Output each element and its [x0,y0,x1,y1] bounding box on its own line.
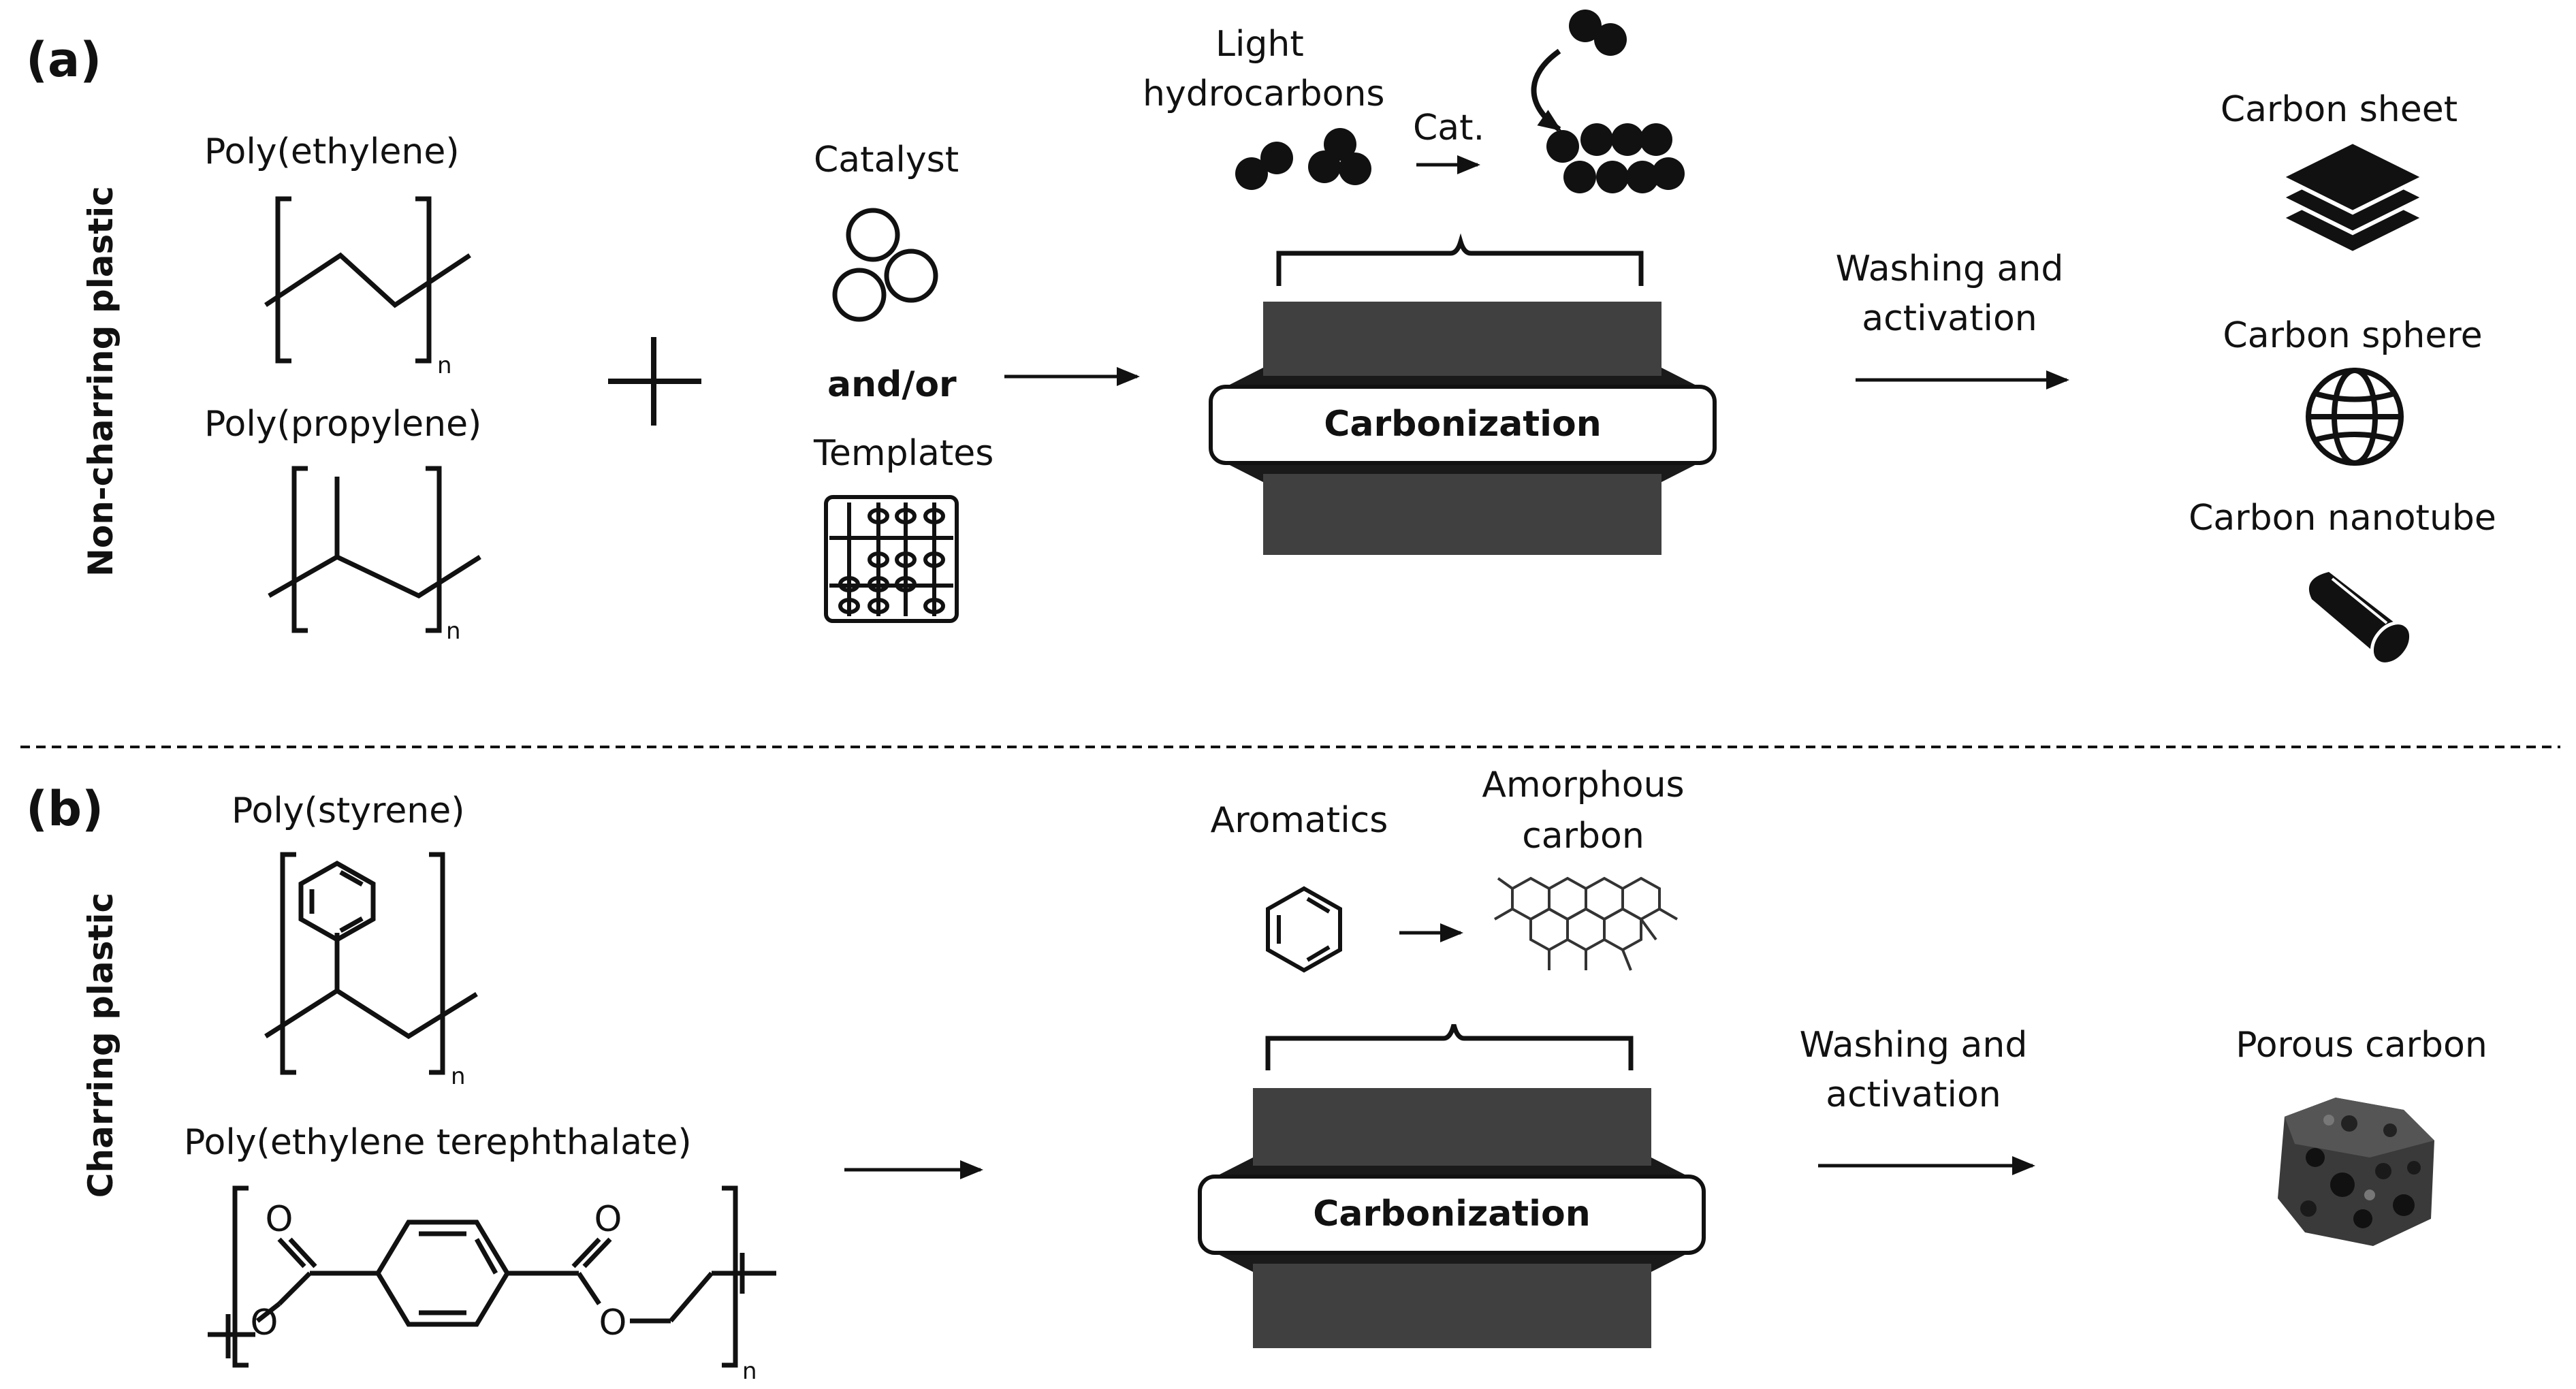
polystyrene-subscript-n: n [451,1063,466,1090]
catalyst-particles-icon [832,208,938,322]
pet-o-1: O [251,1303,279,1343]
carbon-nanotube-icon [2308,572,2413,666]
template-icon [824,495,959,623]
carbon-sphere-icon [2306,368,2404,466]
pet-o-2: O [266,1199,293,1240]
carbon-nanotube-label: Carbon nanotube [2189,498,2496,539]
pet-subscript-n: n [742,1358,757,1385]
pet-structure [208,1185,776,1368]
polystyrene-label: Poly(styrene) [232,791,465,831]
carbonization-label-a: Carbonization [1324,404,1601,445]
pet-o-4: O [599,1303,627,1343]
panel-b-label: (b) [26,781,104,837]
washing-label-b-2: activation [1826,1074,2001,1115]
polypropylene-structure [268,466,481,633]
carbonization-label-b: Carbonization [1313,1194,1590,1234]
washing-label-a-2: activation [1862,298,2037,339]
amorphous-carbon-label-1: Amorphous [1482,765,1684,805]
plus-icon [608,337,701,426]
deposit-curved-arrow [1531,48,1562,132]
light-hydrocarbons-label-2: hydrocarbons [1143,74,1385,114]
polypropylene-subscript-n: n [446,618,461,645]
amorphous-carbon-icon [1494,876,1678,971]
washing-label-a-1: Washing and [1836,249,2064,289]
brace-a [1276,233,1644,286]
aromatic-ring-icon [1266,886,1342,973]
polyethylene-subscript-n: n [437,352,452,379]
brace-b [1265,1024,1634,1070]
furnace-a [1209,302,1717,555]
templates-label: Templates [813,433,993,474]
light-hydrocarbons-icon [1235,128,1371,190]
porous-carbon-label: Porous carbon [2236,1025,2487,1066]
carbon-sheet-icon [2276,139,2429,256]
furnace-b [1198,1088,1706,1348]
polyethylene-structure [264,196,471,364]
carbon-sphere-label: Carbon sphere [2223,315,2482,356]
panel-b-side-label: Charring plastic [81,893,121,1198]
light-hydrocarbons-label-1: Light [1215,24,1304,65]
porous-carbon-icon [2278,1098,2434,1246]
pet-label: Poly(ethylene terephthalate) [184,1122,692,1163]
polyethylene-label: Poly(ethylene) [204,131,460,172]
catalyst-label: Catalyst [814,140,959,180]
carbon-sheet-label: Carbon sheet [2221,89,2458,130]
carbon-deposit-icon [1546,10,1685,193]
pet-o-3: O [594,1199,622,1240]
polypropylene-label: Poly(propylene) [204,404,481,445]
panel-a-label: (a) [26,32,101,88]
and-or-label: and/or [827,364,957,405]
panel-a-side-label: Non-charring plastic [81,186,121,577]
aromatics-label: Aromatics [1211,800,1388,841]
amorphous-carbon-label-2: carbon [1522,816,1644,857]
polystyrene-structure [264,852,478,1075]
washing-label-b-1: Washing and [1800,1025,2028,1066]
cat-label: Cat. [1413,108,1484,148]
